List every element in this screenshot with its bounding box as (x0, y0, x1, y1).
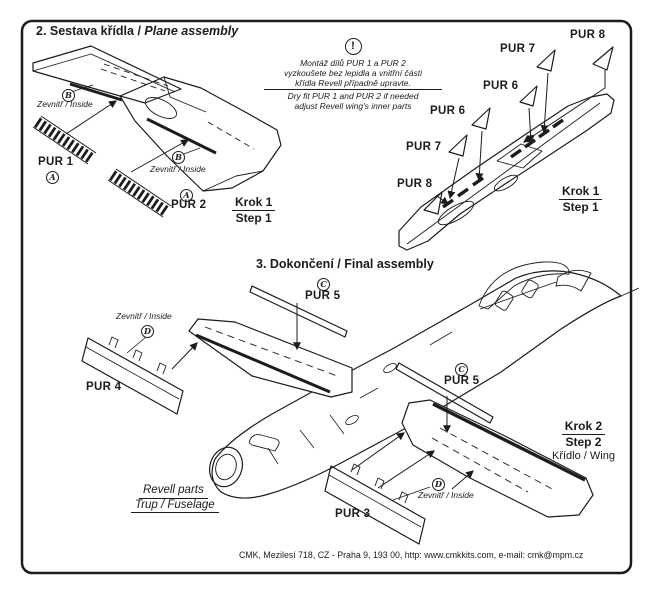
part-label-pur7: PUR 7 (406, 141, 442, 153)
warning-line: Dry fit PUR 1 and PUR 2 if needed (287, 91, 419, 101)
step1-text: Step 1 (235, 211, 272, 226)
warning-icon: ! (344, 38, 362, 55)
revell-parts-line1: Revell parts (139, 484, 208, 499)
step1-right-label: Krok 1 Step 1 (559, 184, 603, 215)
step2-text: Step 2 (565, 435, 602, 450)
section3-title-cz: 3. Dokončení / (256, 257, 341, 271)
final-assembly-drawing (81, 261, 640, 545)
warning-line: vyzkoušete bez lepidla a vnitřní části (284, 68, 422, 78)
inside-note: Zevnitř / Inside (418, 490, 474, 500)
wing-text: Křídlo / Wing (552, 450, 615, 463)
part-label-pur5: PUR 5 (444, 375, 480, 387)
part-label-pur3: PUR 3 (335, 508, 371, 520)
fence-step1-drawing (398, 46, 615, 251)
section3-title-en: Final assembly (344, 257, 434, 271)
step2-label: Krok 2 Step 2 Křídlo / Wing (552, 419, 615, 463)
krok2-text: Krok 2 (561, 419, 606, 436)
marker-b: B (172, 151, 185, 164)
section2-title-cz: 2. Sestava křídla / (36, 24, 141, 38)
dry-fit-warning: ! Montáž dílů PUR 1 a PUR 2 vyzkoušete b… (264, 38, 442, 111)
page-border (20, 19, 633, 575)
revell-parts-note: Revell parts Trup / Fuselage (131, 484, 219, 514)
part-label-pur4: PUR 4 (86, 381, 122, 393)
revell-parts-line2: Trup / Fuselage (131, 499, 219, 514)
section2-title: 2. Sestava křídla / Plane assembly (36, 24, 239, 39)
marker-d: D (141, 325, 154, 338)
warning-line: Montáž dílů PUR 1 a PUR 2 (300, 58, 406, 68)
marker-c: C (317, 278, 330, 291)
part-label-pur6: PUR 6 (483, 80, 519, 92)
part-label-pur1: PUR 1 (38, 156, 74, 168)
part-label-pur2: PUR 2 (171, 199, 207, 211)
footer-address: CMK, Mezilesí 718, CZ - Praha 9, 193 00,… (239, 550, 584, 560)
inside-note: Zevnitř / Inside (150, 164, 206, 174)
warning-divider (264, 89, 442, 90)
marker-a: A (180, 189, 193, 202)
part-label-pur8: PUR 8 (397, 178, 433, 190)
krok1-text: Krok 1 (232, 195, 276, 212)
part-label-pur7: PUR 7 (500, 43, 536, 55)
warning-line: křídla Revell případně upravte. (295, 78, 411, 88)
step1-text: Step 1 (562, 200, 599, 215)
warning-line: adjust Revell wing's inner parts (294, 101, 412, 111)
part-label-pur8: PUR 8 (570, 29, 606, 41)
section2-title-en: Plane assembly (144, 24, 239, 38)
wing-assembly-drawing (32, 45, 282, 218)
part-label-pur5: PUR 5 (305, 290, 341, 302)
step1-left-label: Krok 1 Step 1 (232, 195, 276, 226)
marker-d: D (432, 478, 445, 491)
krok1-text: Krok 1 (559, 184, 603, 201)
inside-note: Zevnitř / Inside (116, 311, 172, 321)
part-label-pur6: PUR 6 (430, 105, 466, 117)
section3-title: 3. Dokončení / Final assembly (256, 257, 434, 272)
marker-b: B (62, 89, 75, 102)
marker-c: C (455, 363, 468, 376)
inside-note: Zevnitř / Inside (37, 99, 93, 109)
marker-a: A (46, 171, 59, 184)
